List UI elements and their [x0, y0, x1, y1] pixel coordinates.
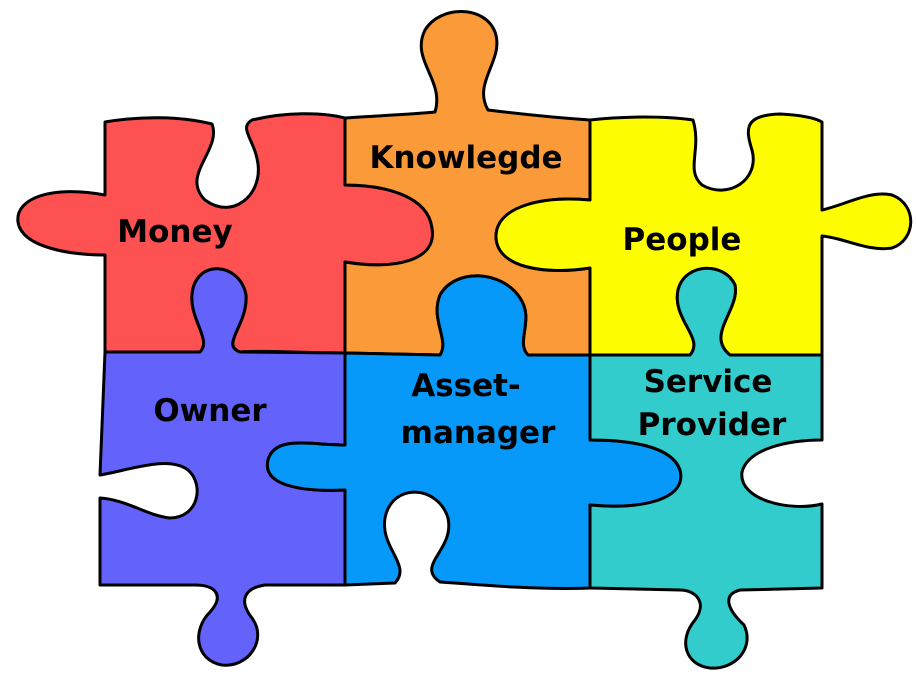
puzzle-piece-service-provider [588, 266, 824, 670]
people-label: People [623, 222, 742, 258]
owner-label: Owner [153, 393, 267, 429]
asset-manager-label-line-1: Asset- [411, 368, 521, 404]
puzzle-piece-owner [98, 267, 347, 667]
money-label: Money [117, 214, 232, 250]
puzzle-piece-asset-manager [265, 274, 683, 590]
knowledge-label: Knowlegde [369, 140, 562, 176]
service-provider-label-line-1: Service [644, 364, 773, 400]
asset-manager-label-line-2: manager [401, 415, 556, 451]
puzzle-piece-people [494, 112, 913, 357]
service-provider-label-line-2: Provider [638, 407, 787, 443]
